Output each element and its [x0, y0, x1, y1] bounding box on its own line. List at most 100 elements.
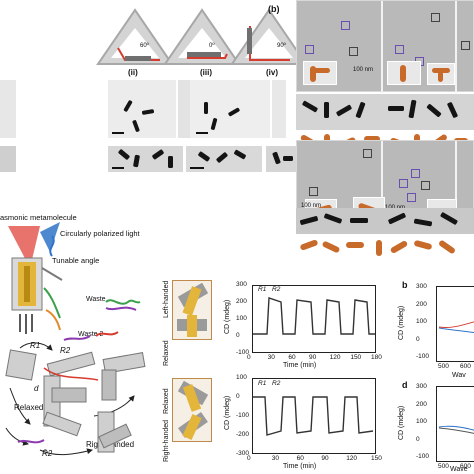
- tem-zoom-iii: [186, 146, 262, 172]
- cd-plot-1: [252, 285, 376, 353]
- cd-spectrum-d-ylabel: CD (mdeg): [398, 405, 405, 440]
- spectrum-b-red: [438, 321, 474, 328]
- roman-label-iv: (iv): [266, 68, 278, 77]
- cd-spectrum-d-ytick: 200: [416, 400, 427, 408]
- cd-plot-1-svg: [253, 297, 375, 335]
- cd-plot-1-y-tick: 300: [236, 281, 247, 288]
- cd-spectrum-d-xtick: 600: [460, 463, 471, 470]
- cd-spectrum-d-xtick: 500: [438, 463, 449, 470]
- cd-plot-2-x-tick: 150: [371, 455, 382, 462]
- angle-label: Tunable angle: [52, 256, 100, 265]
- tem-image-gap: [178, 80, 190, 138]
- tem-image-iv: [190, 80, 270, 138]
- triangle-90: [230, 8, 300, 65]
- cd-spectrum-b-ytick: 300: [416, 283, 427, 290]
- angle-label-3: 90º: [277, 43, 286, 49]
- scale-label-2: 100 nm: [301, 203, 322, 209]
- cd-plot-1-y-tick: 100: [236, 315, 247, 322]
- tem-image-gap-2: [272, 80, 286, 138]
- side-label-relaxed-1: Relaxed: [163, 340, 170, 366]
- cd-plot-2-y-tick: -200: [236, 431, 250, 438]
- cd-spectrum-d-ytick: 0: [416, 435, 420, 443]
- cd-spectrum-b-svg: [438, 321, 474, 334]
- scale-label-1: 100 nm: [353, 67, 374, 73]
- cd-plot-2-r2: R2: [272, 380, 281, 387]
- cd-plot-1-trace: [253, 297, 375, 335]
- cd-spectrum-b-ylabel: CD (mdeg): [398, 305, 405, 340]
- tem-rod-strip-2: [296, 208, 474, 234]
- cd-plot-1-y-tick: -100: [236, 349, 250, 356]
- panel-label-d: d: [402, 380, 408, 390]
- cd-plot-1-r2: R2: [272, 286, 281, 293]
- cd-spectrum-d-xlabel: Wave: [450, 466, 468, 473]
- triangle-diagrams: [96, 8, 300, 65]
- tem-large-top: 100 nm: [296, 0, 474, 93]
- cd-spectrum-b-xtick: 500: [438, 363, 449, 370]
- cd-spectrum-d-ytick: -100: [416, 453, 430, 460]
- tem-image-ii: [108, 80, 176, 138]
- tem-zoom-ii: [108, 146, 183, 172]
- r1-label: R1: [30, 341, 41, 350]
- cd-plot-1-ylabel: CD (mdeg): [224, 299, 231, 334]
- cd-plot-2-x-tick: 0: [247, 455, 251, 462]
- panel-label-b: (b): [268, 4, 280, 14]
- spectrum-b-blue: [438, 327, 474, 334]
- cd-plot-1-x-tick: 150: [350, 354, 362, 361]
- tem-zoom-edge: [0, 146, 16, 172]
- cd-plot-2-x-tick: 90: [321, 455, 329, 462]
- cd-plot-2-r1: R1: [258, 380, 267, 387]
- side-label-relaxed-2: Relaxed: [163, 388, 170, 414]
- r2bar-label: R̄2: [42, 449, 53, 458]
- d-label: d: [34, 384, 39, 393]
- thumb-left-handed: [172, 280, 212, 340]
- cd-spectrum-d-ytick: 300: [416, 383, 427, 390]
- cd-spectrum-d-ytick: 100: [416, 418, 427, 425]
- cd-plot-1-x-tick: 0: [247, 354, 251, 361]
- model-rod-strip-2: [296, 236, 474, 258]
- angle-label-2: 0º: [209, 43, 215, 49]
- thumb-right-handed: [172, 378, 212, 442]
- cd-plot-2-xlabel: Time (min): [283, 463, 317, 470]
- cd-plot-1-y-tick: 200: [236, 298, 247, 305]
- cd-plot-1-x-tick: 90: [309, 354, 317, 361]
- tem-image-edge: [0, 80, 16, 138]
- side-label-left-handed: Left-handed: [163, 280, 170, 318]
- roman-label-iii: (iii): [200, 68, 212, 77]
- cd-spectrum-d-svg: [438, 425, 474, 434]
- cd-spectrum-b-ytick: 200: [416, 300, 427, 308]
- schematic-drawing: [5, 222, 146, 456]
- cd-plot-2-y-tick: -100: [236, 412, 250, 419]
- schematic-title: asmonic metamolecule: [0, 213, 77, 222]
- waste-label: Waste: [86, 296, 106, 303]
- cd-plot-2-y-tick: 100: [236, 374, 247, 381]
- cd-plot-2: [252, 378, 376, 454]
- triangle-60: [96, 8, 174, 65]
- side-label-right-handed: Right-handed: [163, 419, 170, 462]
- cd-spectrum-b-ytick: 100: [416, 318, 427, 325]
- cd-plot-2-y-tick: 0: [236, 393, 240, 400]
- cd-spectrum-b-ytick: 0: [416, 335, 420, 343]
- tem-rod-strip-1: [296, 94, 474, 130]
- cd-plot-2-x-tick: 60: [296, 455, 304, 462]
- angle-label-1: 60º: [140, 43, 149, 49]
- cd-spectrum-b-ytick: -100: [416, 353, 430, 360]
- waste2-label: Waste 2: [78, 331, 104, 338]
- panel-label-b-bottom: b: [402, 280, 408, 290]
- r2-label: R2: [60, 346, 71, 355]
- light-label: Circularly polarized light: [60, 229, 140, 238]
- cd-spectrum-b-xtick: 600: [460, 363, 471, 370]
- cd-plot-1-xlabel: Time (min): [283, 362, 317, 369]
- cd-spectrum-d: [436, 386, 474, 462]
- cd-plot-2-trace: [253, 396, 374, 436]
- roman-label-ii: (ii): [128, 68, 138, 77]
- triangle-0: [163, 8, 241, 65]
- cd-plot-2-x-tick: 120: [346, 455, 358, 462]
- cd-plot-1-x-tick: 60: [288, 354, 296, 361]
- cd-plot-1-x-tick: 30: [267, 354, 275, 361]
- cd-spectrum-b-xlabel: Wav: [452, 372, 466, 379]
- cd-plot-1-x-tick: 180: [371, 354, 382, 361]
- cd-plot-2-x-tick: 30: [271, 455, 280, 462]
- cd-plot-1-r1: R1: [258, 286, 267, 293]
- cd-plot-2-ylabel: CD (mdeg): [224, 395, 231, 430]
- cd-plot-1-y-tick: 0: [236, 332, 240, 339]
